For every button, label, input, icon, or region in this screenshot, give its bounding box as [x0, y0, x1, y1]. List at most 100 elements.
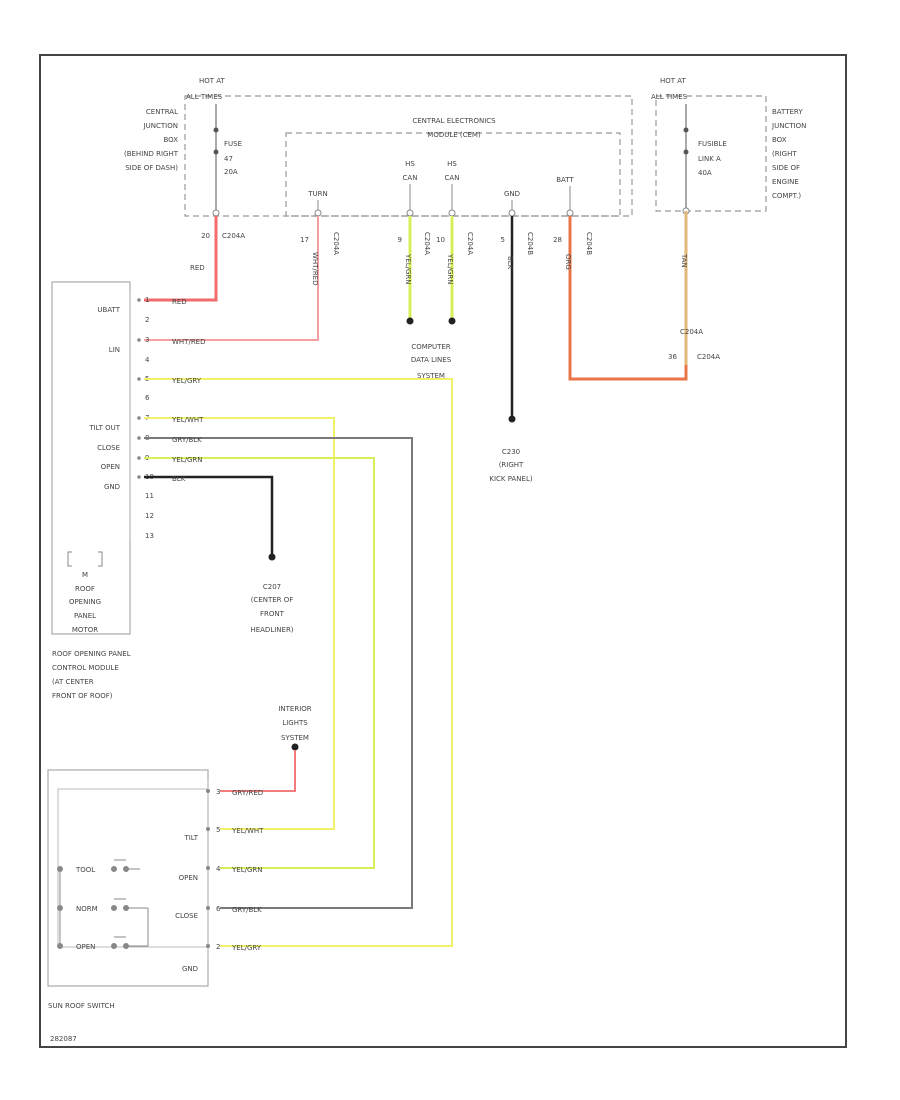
module-pin-dots	[137, 298, 141, 479]
switch-contacts	[57, 859, 149, 949]
pin-36-label: 36	[668, 353, 677, 361]
switch-label-open: OPEN	[179, 874, 198, 882]
switch-caption: SUN ROOF SWITCH	[48, 1002, 115, 1010]
wire-org	[568, 216, 688, 381]
cem-title-1: CENTRAL ELECTRONICS	[412, 117, 496, 125]
interior-label-2: LIGHTS	[282, 719, 308, 727]
bjb-line-4: (RIGHT	[772, 150, 797, 158]
computer-label-3: SYSTEM	[417, 372, 445, 380]
svg-text:1: 1	[145, 296, 149, 304]
switch-wire-yelgrn: YEL/GRN	[231, 866, 262, 874]
fusible-terminal-bottom	[683, 149, 689, 155]
fuse-label-1: FUSE	[224, 140, 242, 148]
computer-node-1	[406, 317, 414, 325]
module-wire-yelgrn-label: YEL/GRN	[171, 456, 202, 464]
fuse-label-3: 20A	[224, 168, 238, 176]
conn-right-1-label: C204A	[680, 328, 703, 336]
fuse-label-2: 47	[224, 155, 233, 163]
switch-pin-4: 4	[216, 865, 221, 873]
cem-pin-batt: BATT	[556, 176, 574, 184]
pin-20-label: 20	[201, 232, 210, 240]
module-wire-red-label: RED	[172, 298, 187, 306]
motor-bracket-icon	[67, 551, 103, 567]
module-caption-3: (AT CENTER	[52, 678, 94, 686]
conn-28-label: C204B	[585, 232, 593, 255]
fuse-terminal-bottom	[213, 149, 219, 155]
bjb-line-3: BOX	[772, 136, 787, 144]
switch-pin-3: 3	[216, 788, 220, 796]
diagram-code: 282087	[50, 1035, 77, 1043]
pin-17-label: 17	[300, 236, 309, 244]
wire-org-label: ORG	[564, 254, 572, 270]
wire-yel-wht	[144, 417, 335, 830]
hot-left-2: ALL TIMES	[186, 93, 223, 101]
fusible-label-2: LINK A	[698, 155, 721, 163]
cem-pin-hs2: HS	[447, 160, 457, 168]
wire-wht-red-label: WHT/RED	[311, 252, 319, 286]
pin-5-label: 5	[501, 236, 505, 244]
svg-text:12: 12	[145, 512, 154, 520]
module-label-close: CLOSE	[97, 444, 120, 452]
conn-10-label: C204A	[466, 232, 474, 255]
motor-label-1: ROOF	[75, 585, 95, 593]
cem-title-2: MODULE (CEM)	[427, 131, 481, 139]
bjb-line-1: BATTERY	[772, 108, 803, 116]
cem-pin-hs1: HS	[405, 160, 415, 168]
central-junction-box	[184, 95, 633, 217]
roof-module-box	[51, 281, 131, 635]
computer-label-1: COMPUTER	[411, 343, 450, 351]
cem-pin-stubs	[212, 184, 690, 217]
c207-label-2: (CENTER OF	[251, 596, 294, 604]
bjb-line-5: SIDE OF	[772, 164, 800, 172]
switch-pin-6: 6	[216, 905, 221, 913]
motor-label-3: PANEL	[74, 612, 96, 620]
cem-pin-turn: TURN	[307, 190, 328, 198]
interior-label-3: SYSTEM	[281, 734, 309, 742]
svg-text:11: 11	[145, 492, 154, 500]
conn-9-label: C204A	[423, 232, 431, 255]
c207-label-4: HEADLINER)	[250, 626, 293, 634]
module-label-open: OPEN	[101, 463, 120, 471]
module-wire-whtred-label: WHT/RED	[172, 338, 206, 346]
pin-28-label: 28	[553, 236, 562, 244]
fuse-terminal-top	[213, 127, 219, 133]
cem-pin-can2: CAN	[445, 174, 460, 182]
module-wire-yelwht-label: YEL/WHT	[171, 416, 204, 424]
motor-m-label: M	[82, 571, 88, 579]
hot-right-2: ALL TIMES	[651, 93, 688, 101]
switch-wire-gryblk: GRY/BLK	[232, 906, 262, 914]
c230-label-1: C230	[502, 448, 520, 456]
svg-text:4: 4	[145, 356, 150, 364]
computer-node-2	[448, 317, 456, 325]
fusible-label-3: 40A	[698, 169, 712, 177]
c230-label-2: (RIGHT	[499, 461, 524, 469]
cjb-line-2: JUNCTION	[143, 122, 178, 130]
wire-tan-label: TAN	[680, 253, 688, 268]
interior-label-1: INTERIOR	[278, 705, 311, 713]
switch-pos-tool: TOOL	[75, 866, 95, 874]
module-label-gnd: GND	[104, 483, 120, 491]
bjb-line-2: JUNCTION	[771, 122, 806, 130]
cjb-line-5: SIDE OF DASH)	[125, 164, 178, 172]
pin-10-label: 10	[436, 236, 445, 244]
switch-label-tilt: TILT	[183, 834, 198, 842]
cjb-line-3: BOX	[163, 136, 178, 144]
cem-pin-gnd: GND	[504, 190, 520, 198]
ground-c207-node	[268, 553, 276, 561]
wire-red	[144, 216, 218, 302]
module-caption-4: FRONT OF ROOF)	[52, 692, 113, 700]
switch-pin-2: 2	[216, 943, 220, 951]
diagram-frame	[39, 54, 847, 1048]
module-caption-2: CONTROL MODULE	[52, 664, 119, 672]
svg-text:3: 3	[145, 336, 149, 344]
c230-label-3: KICK PANEL)	[489, 475, 532, 483]
svg-text:2: 2	[145, 316, 149, 324]
battery-junction-box	[655, 95, 767, 212]
conn-5-label: C204B	[526, 232, 534, 255]
wire-wht-red	[144, 216, 319, 341]
module-wire-blk-label: BLK	[172, 475, 186, 483]
hot-right-1: HOT AT	[660, 77, 687, 85]
cjb-line-4: (BEHIND RIGHT	[124, 150, 179, 158]
module-caption-1: ROOF OPENING PANEL	[52, 650, 131, 658]
switch-wire-gryred: GRY/RED	[232, 789, 263, 797]
